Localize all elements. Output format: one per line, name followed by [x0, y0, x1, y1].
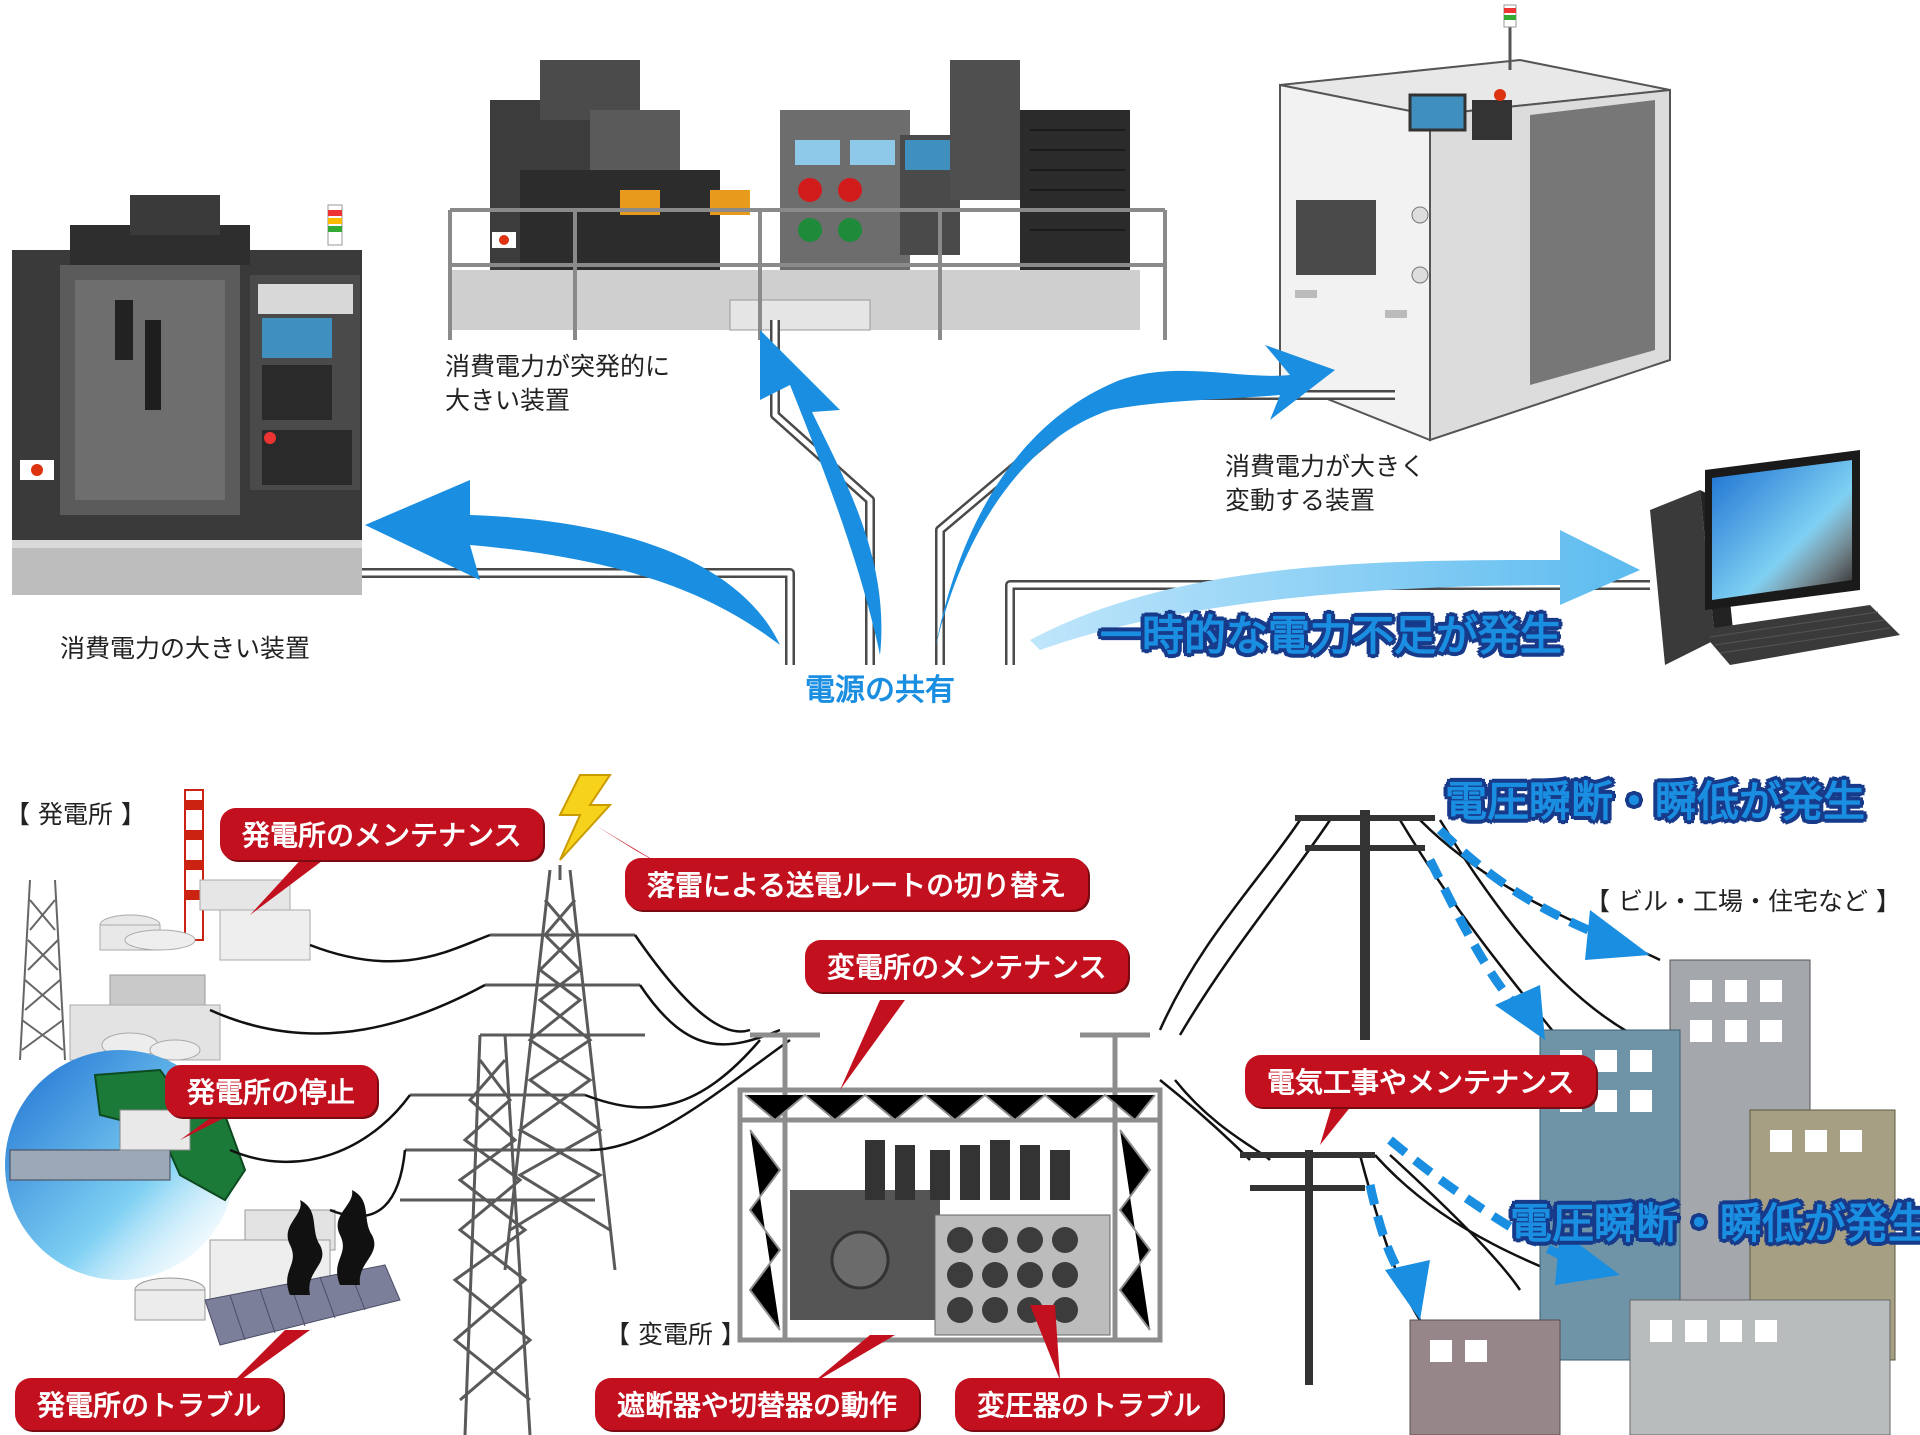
callout-pointers — [180, 825, 1360, 1395]
arrow-to-right-machine — [935, 345, 1335, 650]
callout-plant-trouble: 発電所のトラブル — [15, 1378, 284, 1430]
substation — [737, 1032, 1163, 1343]
callout-plant-maintenance: 発電所のメンテナンス — [220, 808, 544, 860]
shortage-headline: 一時的な電力不足が発生 — [1100, 611, 1563, 660]
voltage-sag-headline-top: 電圧瞬断・瞬低が発生 — [1445, 777, 1866, 826]
callout-transformer-trouble: 変圧器のトラブル — [955, 1378, 1224, 1430]
middle-machine-label: 消費電力が突発的に 大きい装置 — [445, 350, 670, 418]
arrow-to-middle-machine — [760, 330, 882, 655]
cabinet-machine-right — [1279, 4, 1671, 442]
right-machine-label-line-1: 消費電力が大きく — [1225, 452, 1426, 481]
middle-machine-label-line-1: 消費電力が突発的に — [445, 352, 671, 381]
troubled-power-plant — [134, 1190, 401, 1346]
power-plant-group — [19, 789, 311, 1061]
callout-substation-maintenance: 変電所のメンテナンス — [805, 940, 1129, 992]
lightning-bolt-icon — [558, 774, 613, 861]
right-machine-label-line-2: 変動する装置 — [1225, 486, 1376, 515]
utility-poles — [1240, 810, 1435, 1385]
substation-section-label: 【 変電所 】 — [605, 1320, 746, 1349]
desktop-computer — [1650, 450, 1900, 665]
power-flow-arrows — [365, 330, 1335, 655]
callout-plant-stop: 発電所の停止 — [165, 1065, 378, 1117]
arrow-to-pc — [1030, 530, 1640, 650]
callout-electrical-work: 電気工事やメンテナンス — [1245, 1055, 1597, 1107]
buildings-group — [1409, 959, 1896, 1435]
callout-breaker-operation: 遮断器や切替器の動作 — [595, 1378, 920, 1430]
left-machine-label: 消費電力の大きい装置 — [60, 634, 311, 663]
buildings-section-label: 【 ビル・工場・住宅など 】 — [1585, 887, 1901, 916]
middle-machine-label-line-2: 大きい装置 — [445, 386, 571, 415]
callout-lightning-reroute: 落雷による送電ルートの切り替え — [625, 858, 1089, 910]
production-line-middle — [448, 60, 1167, 340]
dashed-voltage-arrows — [1365, 826, 1602, 1283]
arrow-to-left-machine — [365, 480, 780, 645]
machining-center-left — [12, 195, 362, 595]
voltage-sag-headline-bottom: 電圧瞬断・瞬低が発生 — [1510, 1199, 1920, 1248]
shared-power-label: 電源の共有 — [805, 673, 955, 708]
power-plant-section-label: 【 発電所 】 — [5, 800, 146, 829]
power-lines — [209, 819, 1701, 1322]
right-machine-label: 消費電力が大きく 変動する装置 — [1225, 450, 1425, 518]
transmission-towers — [400, 865, 645, 1435]
